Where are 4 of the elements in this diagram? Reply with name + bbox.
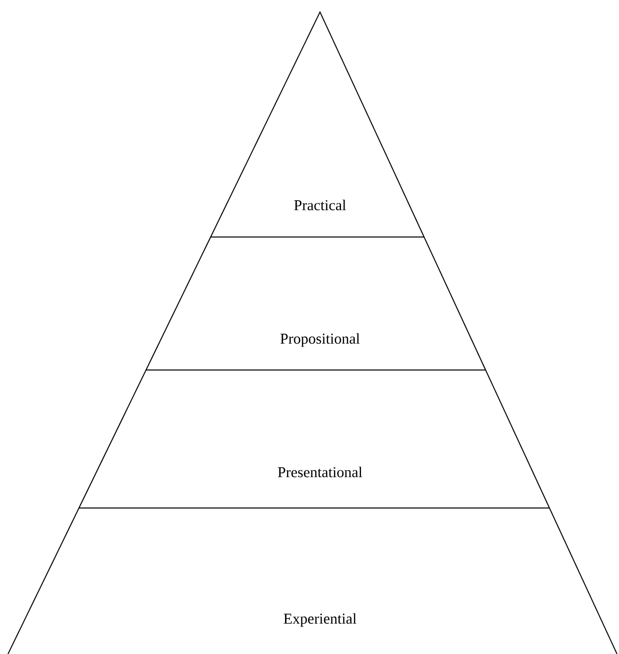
pyramid-band: Experiential <box>8 508 618 654</box>
pyramid-band: Presentational <box>78 370 550 508</box>
pyramid-band: Propositional <box>146 236 486 370</box>
pyramid-band: Practical <box>210 10 425 238</box>
